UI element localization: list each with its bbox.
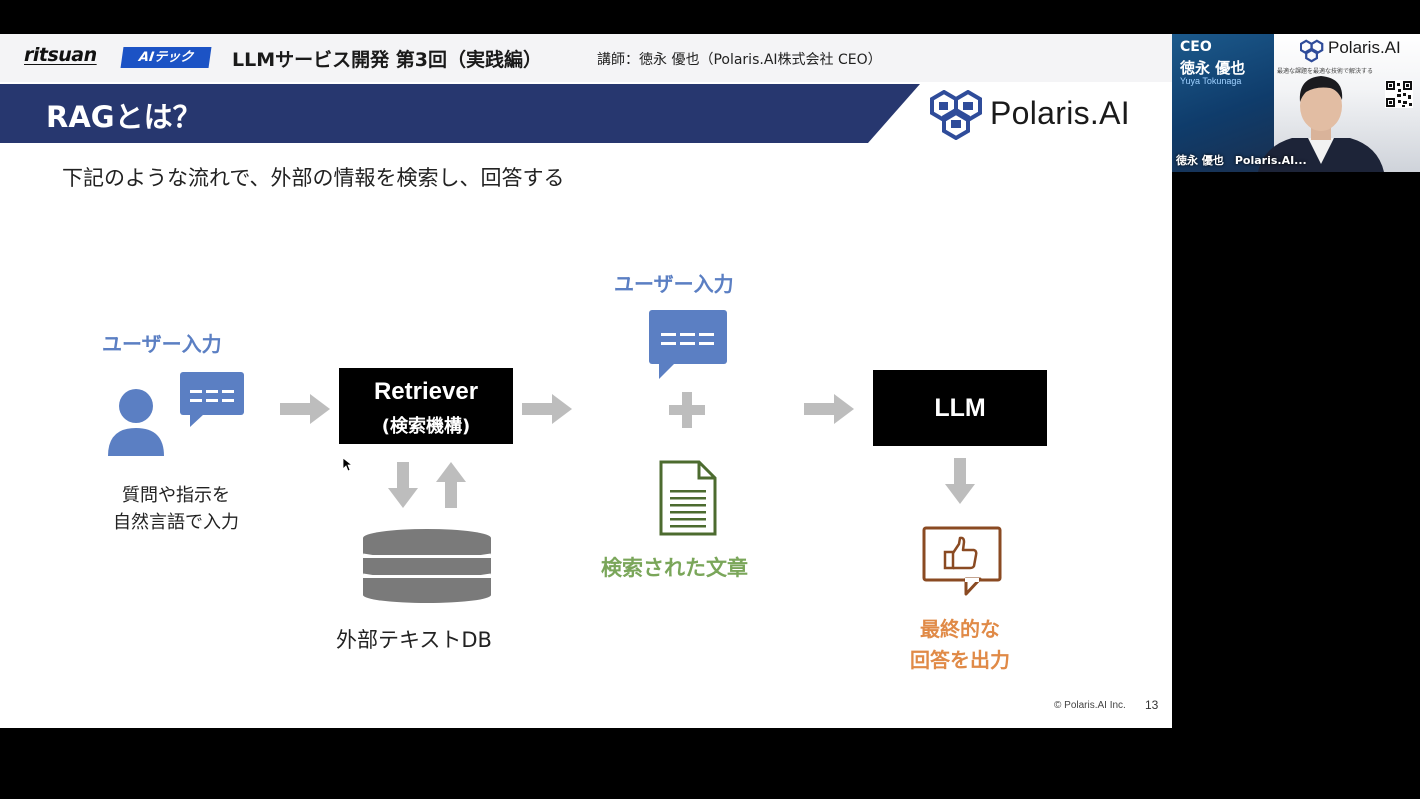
database-icon xyxy=(362,529,492,603)
retriever-subtitle: (検索機構) xyxy=(381,416,471,437)
logo-text: Polaris.AI xyxy=(990,95,1130,131)
document-icon xyxy=(659,460,717,536)
user-caption-line2: 自然言語で入力 xyxy=(113,512,239,533)
mouse-cursor-icon xyxy=(343,458,353,472)
section-title-band xyxy=(0,84,920,143)
speaker-webcam: CEO 徳永 優也 Yuya Tokunaga Polaris.AI 最適な課題… xyxy=(1172,34,1420,172)
output-caption-line2: 回答を出力 xyxy=(910,648,1010,672)
user-caption-line1: 質問や指示を xyxy=(122,485,230,506)
lecturer-info: 講師：徳永 優也（Polaris.AI株式会社 CEO） xyxy=(597,52,882,68)
course-title: LLMサービス開発 第3回（実践編） xyxy=(232,49,542,71)
retriever-box: Retriever (検索機構) xyxy=(339,368,513,444)
output-caption-line1: 最終的な xyxy=(920,617,1000,641)
polaris-logo-icon xyxy=(930,90,982,140)
chat-bubble-icon xyxy=(649,310,727,379)
slide-title: RAGとは？ xyxy=(46,100,202,134)
webcam-logo-text: Polaris.AI xyxy=(1328,38,1401,57)
speaker-video-silhouette xyxy=(1258,76,1384,172)
intro-text: 下記のような流れで、外部の情報を検索し、回答する xyxy=(62,166,565,190)
participant-name-label: 徳永 優也 Polaris.AI... xyxy=(1176,154,1307,167)
user-input-label: ユーザー入力 xyxy=(102,332,222,356)
arrow-right-icon xyxy=(804,394,854,424)
speaker-name: 徳永 優也 xyxy=(1180,59,1246,77)
retriever-title: Retriever xyxy=(373,378,479,405)
arrow-up-icon xyxy=(436,462,466,508)
ritsuan-brand-logo: ritsuan AIテック xyxy=(24,44,212,70)
user-input-label-2: ユーザー入力 xyxy=(614,272,734,296)
speaker-role: CEO xyxy=(1180,39,1212,55)
db-caption: 外部テキストDB xyxy=(336,628,492,652)
brand-name: ritsuan xyxy=(24,44,97,66)
arrow-down-icon xyxy=(945,458,975,504)
course-header-bar: ritsuan AIテック LLMサービス開発 第3回（実践編） 講師：徳永 優… xyxy=(0,34,1172,82)
page-number: 13 xyxy=(1145,698,1159,712)
chat-bubble-icon xyxy=(180,372,244,427)
arrow-right-icon xyxy=(522,394,572,424)
qr-code-icon xyxy=(1385,80,1413,108)
copyright: © Polaris.AI Inc. xyxy=(1054,700,1126,711)
person-icon xyxy=(108,389,164,456)
brand-badge: AIテック xyxy=(120,47,212,68)
thumbs-up-icon xyxy=(922,526,1002,596)
polaris-logo-icon xyxy=(1300,39,1324,63)
slide: ritsuan AIテック LLMサービス開発 第3回（実践編） 講師：徳永 優… xyxy=(0,34,1172,728)
retrieved-doc-caption: 検索された文章 xyxy=(601,556,748,580)
plus-icon xyxy=(669,392,705,428)
output-caption: 最終的な 回答を出力 xyxy=(895,614,1025,676)
speaker-roman-name: Yuya Tokunaga xyxy=(1180,76,1242,86)
speaker-banner xyxy=(1172,34,1274,172)
polaris-logo: Polaris.AI xyxy=(930,88,1150,140)
user-caption: 質問や指示を 自然言語で入力 xyxy=(96,482,256,536)
llm-box: LLM xyxy=(873,370,1047,446)
arrow-right-icon xyxy=(280,394,330,424)
arrow-down-icon xyxy=(388,462,418,508)
webcam-tagline: 最適な課題を最適な技術で解決する xyxy=(1277,68,1374,75)
